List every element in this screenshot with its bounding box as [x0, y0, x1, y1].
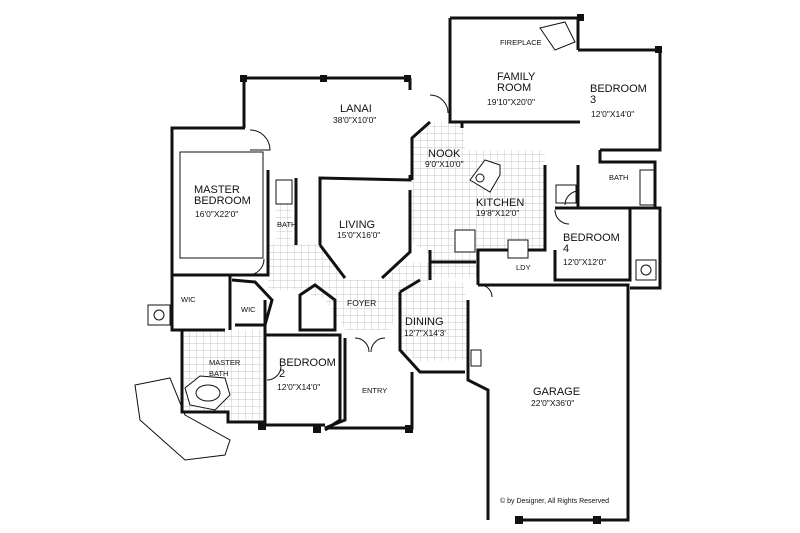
- wall-nook: [410, 120, 464, 180]
- door-master-lanai: [249, 129, 271, 151]
- dims-dining: 12'7"X14'3': [404, 328, 446, 338]
- pantry-shelf: [454, 229, 476, 253]
- kitchen-island: [469, 159, 501, 193]
- label-nook: NOOK: [428, 148, 461, 160]
- label-bath-hall: BATH: [277, 220, 296, 229]
- tile-dining: [400, 280, 468, 362]
- wall-wic-master-bath: [170, 275, 267, 424]
- dims-lanai: 38'0"X10'0": [333, 115, 376, 125]
- post: [593, 516, 601, 524]
- post: [405, 425, 413, 433]
- post: [515, 516, 523, 524]
- post: [313, 425, 321, 433]
- label-laundry: LDY: [516, 263, 531, 272]
- tile-nook-kitchen: [410, 122, 545, 278]
- label-wic-left: WIC: [181, 295, 196, 304]
- wall-wic-right: [231, 278, 274, 327]
- wall-hall-closet: [298, 283, 337, 332]
- washer: [507, 239, 529, 259]
- label-dining: DINING: [405, 316, 444, 328]
- tub-basin: [195, 384, 221, 402]
- fireplace-symbol: [539, 21, 576, 51]
- dims-living: 15'0"X16'0": [337, 230, 380, 240]
- label-fireplace: FIREPLACE: [500, 38, 542, 47]
- post: [404, 75, 411, 82]
- dims-nook: 9'0"X10'0": [425, 159, 464, 169]
- door-bedroom4: [554, 209, 570, 225]
- label-kitchen: KITCHEN: [476, 197, 524, 209]
- water-heater-symbol: [640, 264, 652, 276]
- door-master-hall: [247, 258, 265, 276]
- master-bed-outline: [179, 151, 264, 259]
- tub-bath3: [639, 169, 655, 206]
- label-living: LIVING: [339, 219, 375, 231]
- door-family-lanai: [429, 94, 449, 114]
- door-front: [354, 337, 386, 353]
- post: [320, 75, 327, 82]
- dims-bedroom-3: 12'0"X14'0": [591, 109, 634, 119]
- island-sink: [475, 173, 485, 183]
- door-bedroom2: [266, 365, 282, 381]
- wall-dining: [398, 278, 465, 374]
- dims-garage: 22'0"X36'0": [531, 398, 574, 408]
- dims-bedroom-4: 12'0"X12'0": [563, 257, 606, 267]
- wall-bedroom4: [553, 206, 662, 290]
- tile-foyer-hall: [268, 244, 430, 330]
- label-bath-bedroom3: BATH: [609, 173, 628, 182]
- copyright-notice: © by Designer, All Rights Reserved: [500, 497, 609, 505]
- fixtures: [134, 21, 657, 461]
- label-wic-right: WIC: [241, 305, 256, 314]
- door-bedroom3: [564, 190, 580, 206]
- label-foyer: FOYER: [347, 298, 376, 308]
- label-lanai: LANAI: [340, 103, 372, 115]
- label-entry: ENTRY: [362, 386, 387, 395]
- post: [577, 14, 584, 21]
- doors: [247, 94, 580, 381]
- ac-unit-symbol: [153, 309, 165, 321]
- wall-entry: [324, 338, 414, 430]
- dims-family-room: 19'10"X20'0": [487, 97, 535, 107]
- label-garage: GARAGE: [533, 386, 580, 398]
- dims-bedroom-2: 12'0"X14'0": [277, 382, 320, 392]
- wall-bedroom3-bath: [576, 150, 657, 210]
- post: [655, 46, 662, 53]
- wall-living: [294, 178, 412, 280]
- door-garage: [479, 284, 493, 298]
- shower-bath-left: [275, 179, 293, 205]
- structural-posts: [240, 14, 662, 524]
- dims-master-bedroom: 16'0"X22'0": [195, 209, 238, 219]
- dims-kitchen: 19'8"X12'0": [476, 208, 519, 218]
- post: [258, 422, 266, 430]
- wall-garage: [466, 283, 630, 522]
- post: [240, 75, 247, 82]
- vanity-bath3: [555, 184, 577, 204]
- garage-utility: [470, 349, 482, 367]
- master-bath-garden: [134, 377, 231, 461]
